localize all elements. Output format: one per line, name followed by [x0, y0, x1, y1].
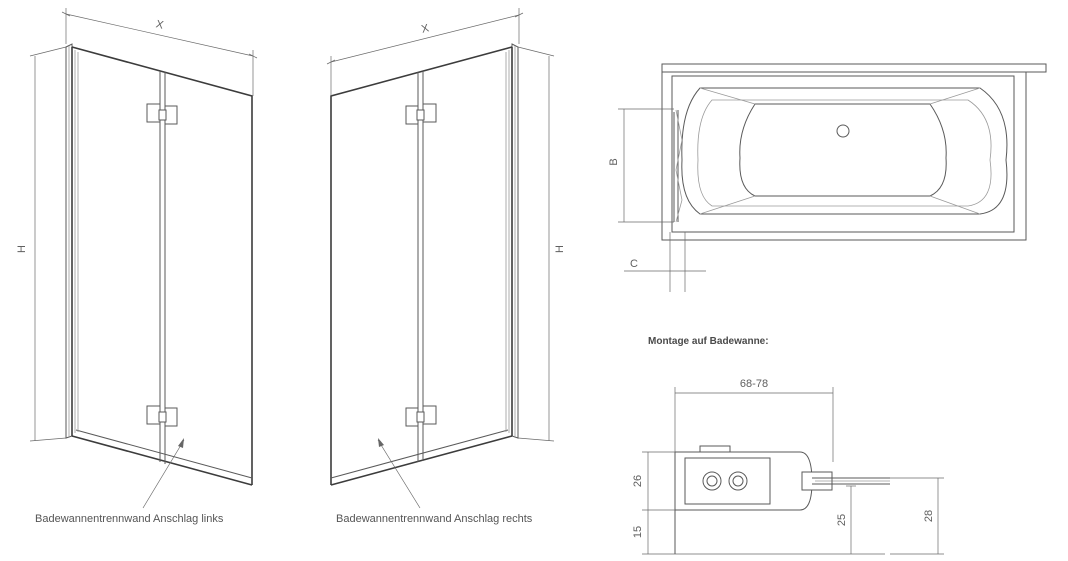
right-door-label: Badewannentrennwand Anschlag rechts [336, 513, 533, 525]
left-door-hinge-top [146, 103, 178, 125]
screw-icon [732, 475, 744, 487]
mounting-title: Montage auf Badewanne: [648, 336, 769, 347]
left-door-label: Badewannentrennwand Anschlag links [35, 513, 224, 525]
right-door-hinge-bottom [405, 405, 437, 427]
dim-15-label: 15 [632, 526, 644, 538]
left-width-label: X [155, 18, 165, 31]
offset-dimension: C [624, 232, 706, 292]
right-door-width-dimension: X [326, 8, 524, 96]
dim-28-label: 28 [923, 510, 935, 522]
left-door-width-dimension: X [61, 8, 258, 96]
dim-28: 28 [890, 477, 944, 555]
dim-25-label: 25 [836, 514, 848, 526]
dim-26-label: 26 [632, 475, 644, 487]
offset-label: C [630, 258, 638, 270]
mounting-bracket [674, 445, 890, 511]
screw-icon [728, 471, 748, 491]
right-door-leader [377, 438, 421, 509]
left-door-height-dimension: H [16, 46, 67, 442]
screw-icon [702, 471, 722, 491]
bathtub-rim [671, 75, 1015, 233]
bathtub-top-view: B C [608, 63, 1047, 292]
bathtub-basin [681, 87, 1008, 215]
screw-icon [706, 475, 718, 487]
bathtub-wall-strip [661, 63, 1047, 73]
right-width-label: X [420, 22, 431, 36]
left-door-hinge-bottom [146, 405, 178, 427]
left-door-elevation: X H Badewannentrennwand Anschlag links [16, 8, 258, 525]
range-label: 68-78 [740, 378, 768, 390]
mounting-detail: 68-78 26 15 [632, 378, 944, 555]
right-door-height-dimension: H [517, 46, 566, 442]
depth-dimension: B [608, 108, 674, 223]
left-vertical-dimensions: 26 15 [632, 451, 885, 555]
left-height-label: H [16, 245, 28, 253]
right-door-elevation: X H Badewannentrennwand Anschlag rechts [326, 8, 566, 525]
folded-screen [673, 109, 683, 223]
right-height-label: H [554, 245, 566, 253]
bathtub-floor [739, 103, 947, 197]
dim-25: 25 [836, 485, 856, 554]
depth-label: B [608, 158, 620, 165]
left-door-panel-outline [71, 46, 253, 485]
left-door-leader [142, 438, 185, 509]
right-door-hinge-top [405, 103, 437, 125]
range-dimension: 68-78 [674, 378, 834, 462]
drain-icon [836, 124, 850, 138]
